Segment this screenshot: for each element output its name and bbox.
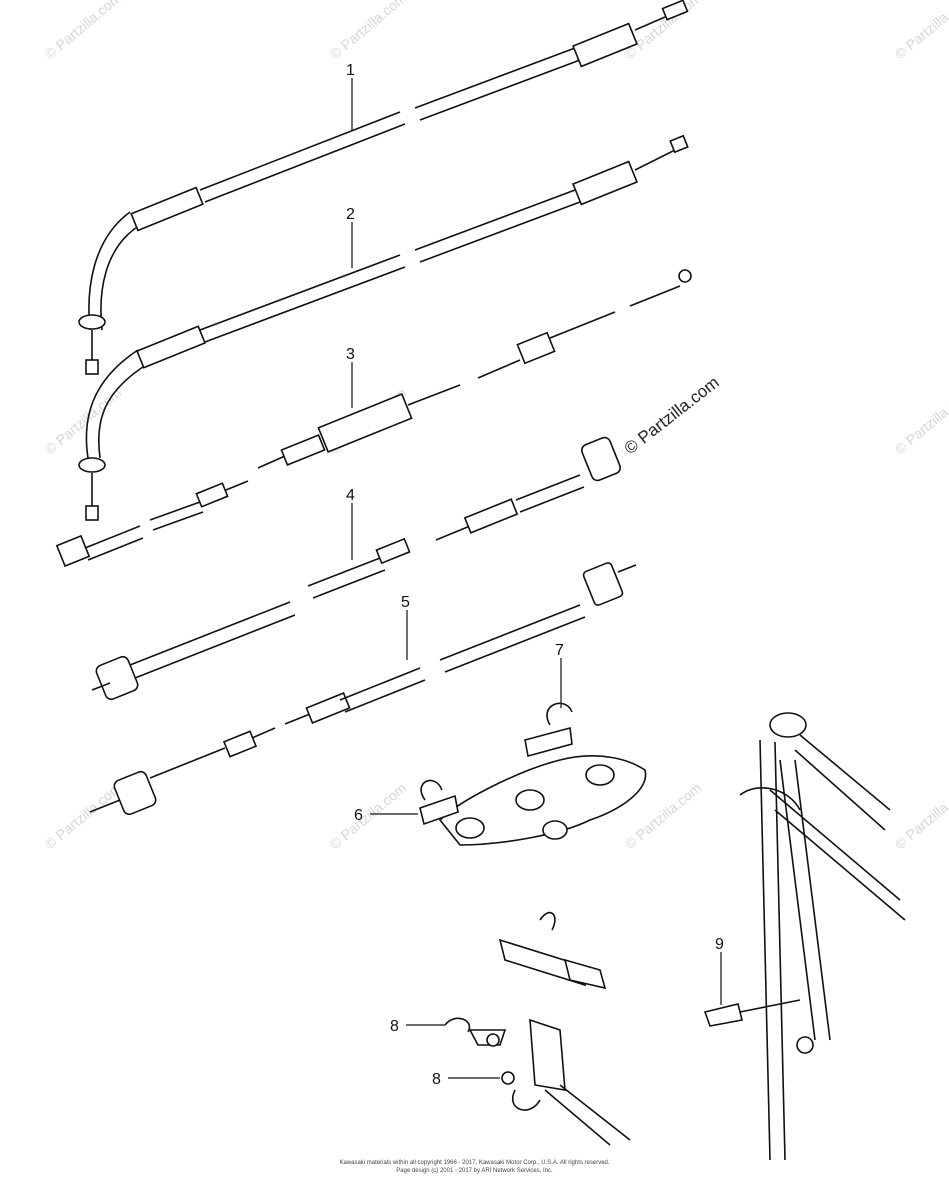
cable-part-1 — [78, 0, 689, 375]
callout-8b: 8 — [432, 1071, 441, 1088]
callout-labels: 1 2 3 4 5 6 7 8 8 9 — [346, 62, 724, 1088]
callout-leaders — [351, 78, 722, 1079]
t-joint-assembly — [444, 911, 631, 1146]
cable-part-2 — [78, 134, 689, 521]
callout-2: 2 — [346, 206, 355, 223]
watermark: © Partzilla.com — [892, 384, 949, 457]
watermark: © Partzilla.com — [892, 779, 949, 852]
copyright-line-2: Page design (c) 2001 - 2017 by ARI Netwo… — [396, 1168, 553, 1174]
cable-part-3 — [55, 269, 692, 568]
callout-6: 6 — [354, 807, 363, 824]
copyright-line-1: Kawasaki materials within all copyright … — [339, 1160, 610, 1166]
handlebar-bracket — [419, 702, 647, 846]
callout-9: 9 — [715, 936, 724, 953]
callout-5: 5 — [401, 594, 410, 611]
background-watermarks: © Partzilla.com © Partzilla.com © Partzi… — [42, 0, 949, 852]
cable-part-5 — [89, 562, 637, 816]
watermark: © Partzilla.com — [327, 779, 410, 852]
watermark: © Partzilla.com — [42, 0, 125, 62]
frame-section — [703, 712, 906, 1161]
cable-part-4 — [91, 436, 622, 701]
callout-3: 3 — [346, 346, 355, 363]
callout-1: 1 — [346, 62, 355, 79]
watermark: © Partzilla.com — [892, 0, 949, 62]
partzilla-watermark: © Partzilla.com — [621, 373, 723, 459]
callout-8a: 8 — [390, 1018, 399, 1035]
callout-4: 4 — [346, 487, 355, 504]
watermark: © Partzilla.com — [327, 0, 410, 62]
watermark: © Partzilla.com — [42, 779, 125, 852]
callout-7: 7 — [555, 642, 564, 659]
